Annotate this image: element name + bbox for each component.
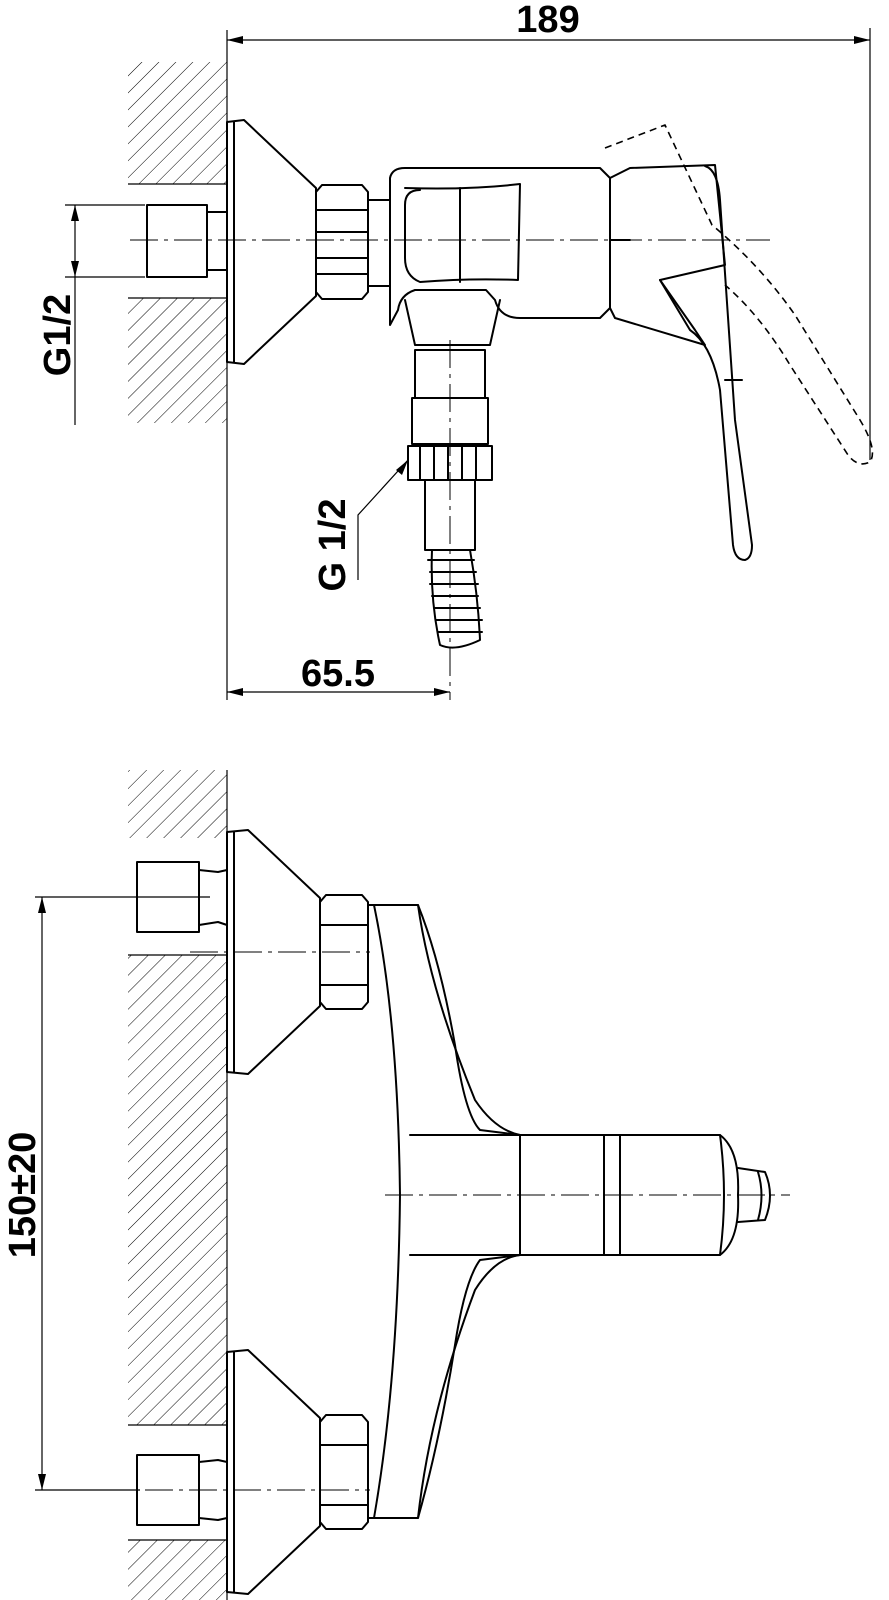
connector-top [367,199,391,287]
front-view: 150±20 [2,770,790,1600]
dimension-inlet-thread: G1/2 [37,204,145,425]
dim-inlet-thread-label: G1/2 [37,294,79,376]
wall-hatch-front [128,770,228,1600]
dim-width-label: 189 [516,0,579,41]
cartridge-housing-front [519,1134,771,1256]
cartridge-top [609,164,726,346]
dim-center-distance-label: 150±20 [2,1132,44,1259]
dim-outlet-thread-label: G 1/2 [312,499,354,592]
escutcheon-top [226,119,317,365]
escutcheon-lower [226,1349,321,1595]
dimension-width: 189 [227,0,871,460]
mixer-body-front [367,904,521,1519]
dimension-offset: 65.5 [227,653,450,696]
hex-nut-upper [319,894,369,1010]
lever-handle-dashed [604,124,874,465]
lever-handle-solid [659,165,753,561]
dimension-outlet-thread: G 1/2 [312,459,409,592]
inlet-nipple [146,204,228,278]
hex-nut-lower [319,1414,369,1530]
hex-nut-top [315,184,369,300]
outlet-stem-top [404,299,501,649]
dimension-center-distance: 150±20 [2,896,210,1491]
wall-hatch-top [128,30,228,700]
top-view: 189 G1/2 G 1/2 65.5 [37,0,874,700]
dim-offset-label: 65.5 [301,653,375,695]
mixer-body-top [389,167,611,326]
